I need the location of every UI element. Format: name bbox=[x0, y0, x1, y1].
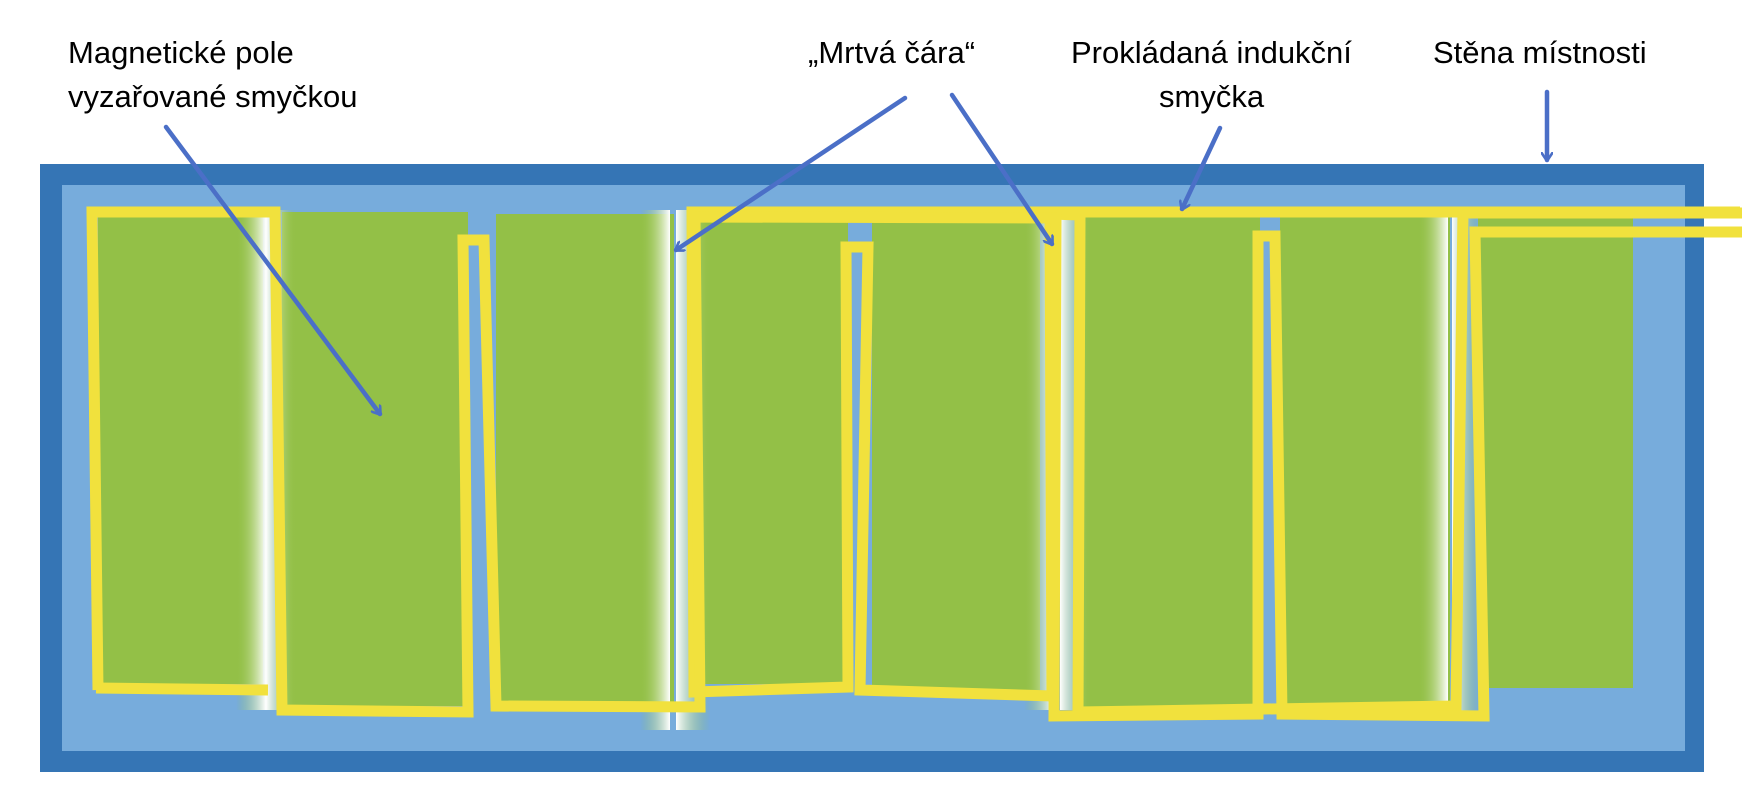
label-magnetic-field-line2: vyzařované smyčkou bbox=[68, 79, 357, 114]
magnetic-field bbox=[98, 212, 1633, 709]
label-loop-line1: Prokládaná indukční bbox=[1071, 35, 1352, 70]
arrow-dead-line-left bbox=[676, 95, 908, 253]
field-region bbox=[282, 212, 468, 706]
label-dead-line: „Mrtvá čára“ bbox=[808, 35, 975, 70]
field-region bbox=[1080, 214, 1260, 709]
label-wall: Stěna místnosti bbox=[1433, 35, 1647, 70]
field-region bbox=[1478, 216, 1633, 688]
dead-line-glow bbox=[1418, 210, 1448, 720]
arrow-dead-line-right bbox=[949, 92, 1055, 244]
label-magnetic-field-line1: Magnetické pole bbox=[68, 35, 294, 70]
arrow-loop bbox=[1182, 125, 1223, 209]
loop-wire-c bbox=[95, 682, 269, 696]
field-region bbox=[98, 216, 263, 684]
loop-wire-b bbox=[86, 206, 1742, 722]
dead-line-glow bbox=[640, 210, 670, 730]
field-region bbox=[694, 216, 848, 684]
induction-loop bbox=[86, 206, 1742, 722]
annotation-arrows bbox=[163, 89, 1547, 414]
arrow-magnetic-field bbox=[163, 124, 383, 414]
field-region bbox=[872, 216, 1040, 696]
label-loop-line2: smyčka bbox=[1159, 79, 1265, 114]
dead-line-glow bbox=[236, 210, 266, 710]
